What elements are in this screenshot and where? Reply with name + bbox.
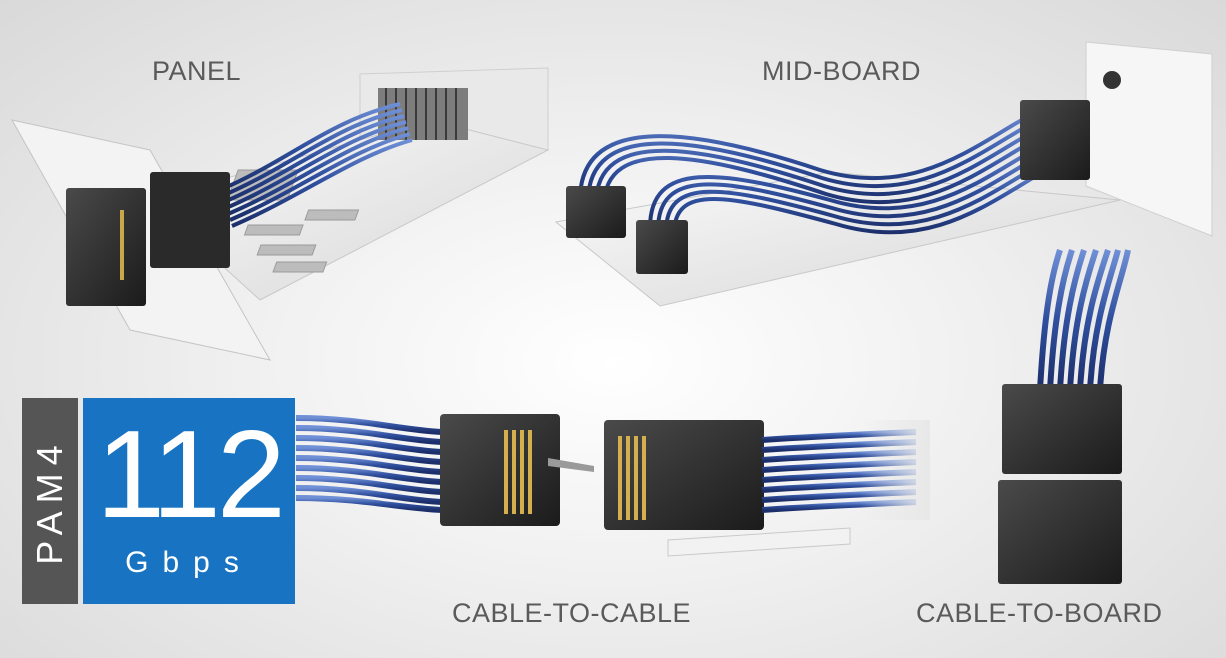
panel-connector-pins — [120, 210, 124, 280]
speed-value: 112 — [96, 406, 286, 544]
pam4-text: PAM4 — [29, 437, 70, 565]
cable-to-board-label: CABLE-TO-BOARD — [916, 598, 1163, 628]
panel-connector-body — [150, 172, 230, 268]
speed-unit: Gbps — [125, 546, 253, 579]
c2c-right-pins — [618, 436, 646, 520]
mid-board-assembly — [554, 41, 1213, 307]
cable-to-board-assembly — [998, 249, 1131, 584]
panel-board-components — [226, 169, 360, 273]
panel-label: PANEL — [152, 56, 242, 86]
cable-to-cable-label: CABLE-TO-CABLE — [452, 598, 692, 628]
speed-badge: 112 Gbps — [83, 398, 295, 604]
c2c-left-pins — [504, 430, 532, 514]
c2c-guide-pin — [548, 458, 594, 472]
mid-board-cable-bundle — [578, 108, 1055, 235]
panel-assembly — [11, 67, 550, 361]
c2c-cable-fade — [860, 420, 930, 520]
mid-board-connector-right — [1020, 100, 1090, 180]
c2b-board-connector — [998, 480, 1122, 584]
c2c-left-cable-bundle — [295, 415, 443, 513]
panel-heatsink — [378, 88, 468, 140]
c2b-cable-bundle — [1037, 249, 1131, 391]
mid-board-connector-center — [636, 220, 688, 274]
pam4-badge: PAM4 — [22, 398, 78, 604]
panel-cable-bundle — [219, 102, 413, 228]
c2b-cable-connector — [1002, 384, 1122, 474]
mid-board-label: MID-BOARD — [762, 56, 921, 86]
mid-board-bracket — [1085, 41, 1213, 237]
c2c-left-connector — [440, 414, 560, 526]
cable-to-cable-assembly — [295, 414, 930, 557]
panel-connector-front — [66, 188, 146, 306]
mid-board-screw — [1103, 71, 1121, 89]
mid-board-connector-left — [566, 186, 626, 238]
c2c-latch-tab — [667, 527, 851, 557]
